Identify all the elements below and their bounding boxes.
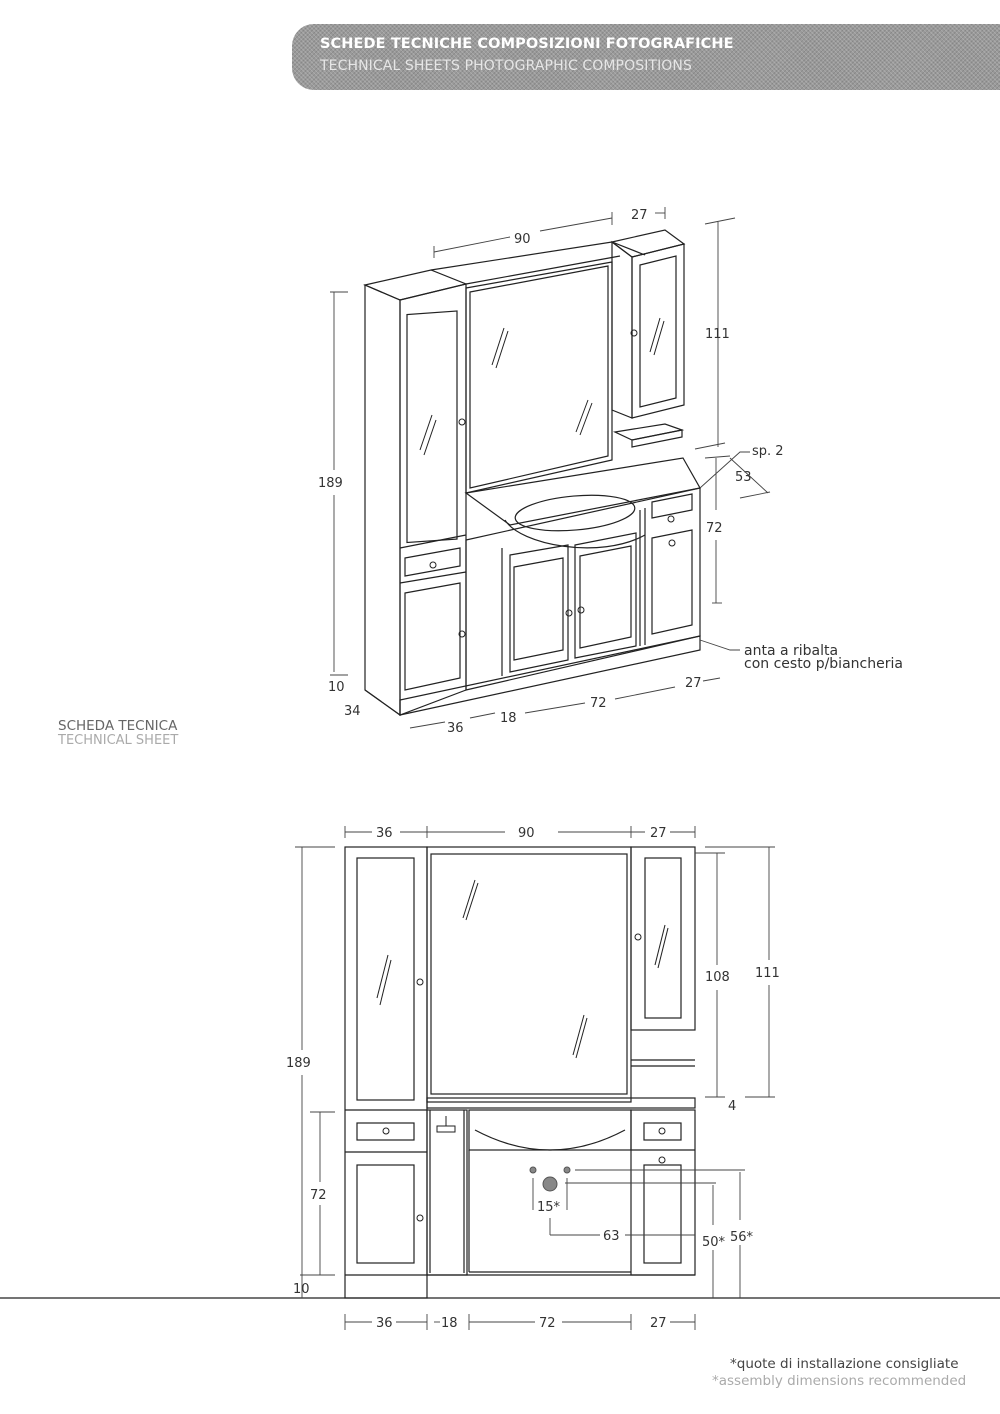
header-band <box>292 24 1000 90</box>
page-subtitle: TECHNICAL SHEETS PHOTOGRAPHIC COMPOSITIO… <box>320 58 692 74</box>
section-subtitle: TECHNICAL SHEET <box>58 733 179 748</box>
dim-wall-height-front: 111 <box>755 966 780 981</box>
dim-plinth-front: 10 <box>293 1282 310 1297</box>
dim-bottom-2: 18 <box>441 1316 458 1331</box>
dim-total-height: 189 <box>318 476 343 491</box>
dim-bottom-1: 36 <box>376 1316 393 1331</box>
dim-drain-spacing: 15* <box>537 1200 561 1215</box>
dim-plinth-height: 10 <box>328 680 345 695</box>
dim-right-base-width: 27 <box>685 676 702 691</box>
section-title: SCHEDA TECNICA <box>58 718 178 734</box>
dim-mirror-height: 108 <box>705 970 730 985</box>
annotation-line1: anta a ribalta <box>744 643 838 659</box>
dim-base-height: 72 <box>706 521 723 536</box>
perspective-drawing: 90 27 111 189 sp. 2 53 72 10 34 36 18 72… <box>318 207 903 736</box>
dim-shelf-width: 18 <box>500 711 517 726</box>
annotation-line2: con cesto p/biancheria <box>744 656 903 672</box>
dim-gap: 4 <box>728 1099 736 1114</box>
dim-depth-top: 53 <box>735 470 752 485</box>
dim-vanity-width: 72 <box>590 696 607 711</box>
dim-base-height-front: 72 <box>310 1188 327 1203</box>
dim-wall-unit-height: 111 <box>705 327 730 342</box>
dim-column-depth: 34 <box>344 704 361 719</box>
dim-top-center: 90 <box>518 826 535 841</box>
dim-drain-offset: 63 <box>603 1229 620 1244</box>
dim-column-width: 36 <box>447 721 464 736</box>
dim-bottom-4: 27 <box>650 1316 667 1331</box>
dim-top-thickness: sp. 2 <box>752 444 784 459</box>
dim-top-left: 36 <box>376 826 393 841</box>
dim-total-height-front: 189 <box>286 1056 311 1071</box>
dim-bottom-3: 72 <box>539 1316 556 1331</box>
dim-top-right: 27 <box>650 826 667 841</box>
note-english: *assembly dimensions recommended <box>712 1373 967 1389</box>
page-title: SCHEDE TECNICHE COMPOSIZIONI FOTOGRAFICH… <box>320 36 734 52</box>
dim-wall-unit-width: 27 <box>631 208 648 223</box>
dim-mirror-width: 90 <box>514 232 531 247</box>
dim-drain-height: 50* <box>702 1235 726 1250</box>
note-italian: *quote di installazione consigliate <box>730 1356 959 1372</box>
dim-supply-height: 56* <box>730 1230 754 1245</box>
